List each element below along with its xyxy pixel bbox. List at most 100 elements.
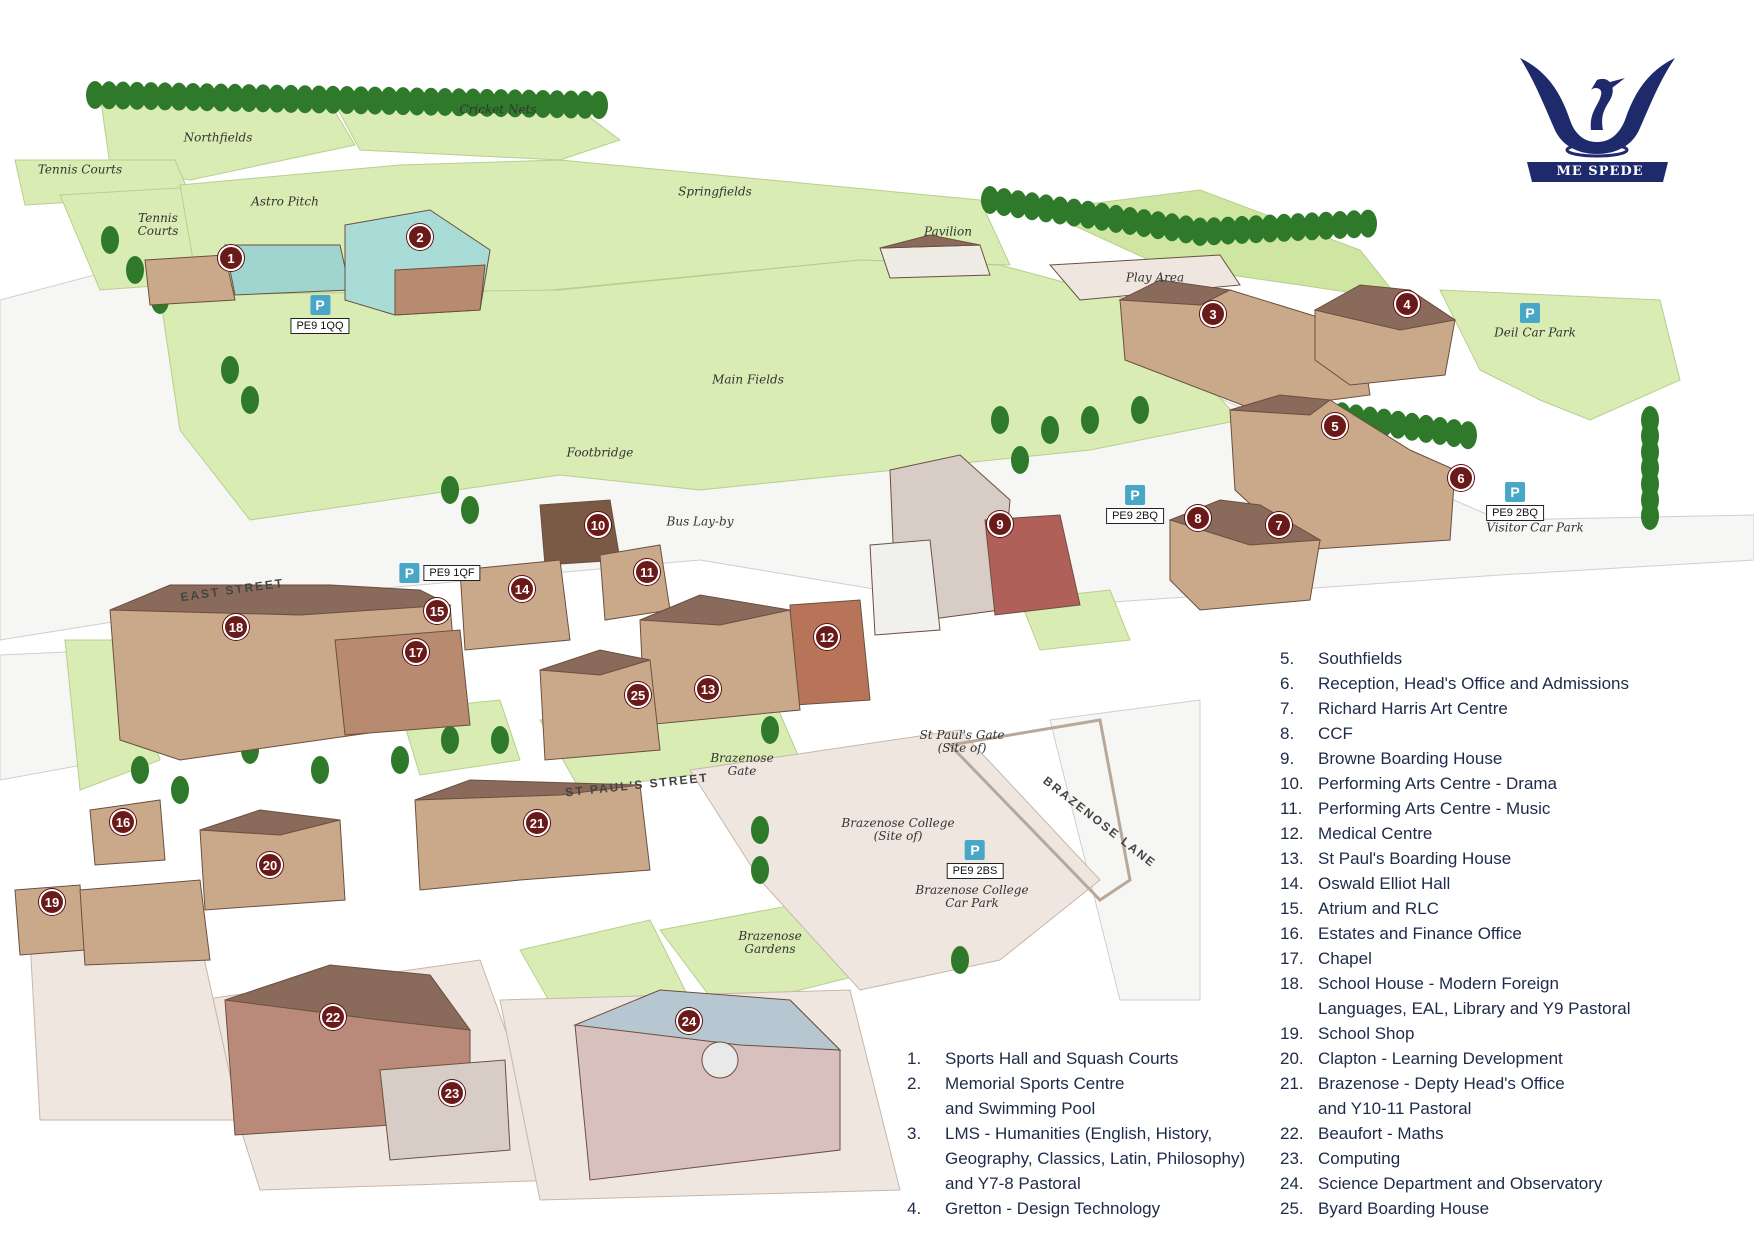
tree <box>981 186 999 214</box>
marker-15[interactable]: 15 <box>424 598 450 624</box>
tree <box>282 84 300 113</box>
tree <box>1641 502 1659 530</box>
marker-4[interactable]: 4 <box>1394 291 1420 317</box>
marker-13[interactable]: 13 <box>695 676 721 702</box>
legend-item: 14.Oswald Elliot Hall <box>1280 871 1631 896</box>
marker-3[interactable]: 3 <box>1200 301 1226 327</box>
crest-motto: ME SPEDE <box>1556 164 1644 179</box>
legend-item: 12.Medical Centre <box>1280 821 1631 846</box>
legend-number: 17. <box>1280 949 1304 968</box>
legend-item: 7.Richard Harris Art Centre <box>1280 696 1631 721</box>
tree <box>1093 202 1111 231</box>
marker-7[interactable]: 7 <box>1266 512 1292 538</box>
marker-8[interactable]: 8 <box>1185 505 1211 531</box>
marker-12[interactable]: 12 <box>814 624 840 650</box>
legend-item: 11.Performing Arts Centre - Music <box>1280 796 1631 821</box>
tree <box>170 82 188 111</box>
marker-22[interactable]: 22 <box>320 1004 346 1030</box>
legend-number: 14. <box>1280 874 1304 893</box>
parking-postcode: PE9 2BQ <box>1106 508 1164 524</box>
tree <box>1345 210 1363 239</box>
parking-pe9-2bq-visitor[interactable]: P PE9 2BQ <box>1486 482 1544 521</box>
tree <box>1023 192 1041 221</box>
legend-text: Performing Arts Centre - Music <box>1318 796 1550 821</box>
marker-11[interactable]: 11 <box>634 559 660 585</box>
tree <box>198 83 216 112</box>
legend-line: School Shop <box>1318 1024 1415 1043</box>
legend-number: 2. <box>907 1074 922 1093</box>
tree <box>1149 211 1167 240</box>
tree <box>100 81 118 110</box>
legend-line: Gretton - Design Technology <box>945 1199 1161 1218</box>
parking-pe9-1qf[interactable]: P PE9 1QF <box>399 563 481 583</box>
parking-deil[interactable]: P <box>1520 303 1540 323</box>
parking-pe9-2bq-centre[interactable]: P PE9 2BQ <box>1106 485 1164 524</box>
legend-line: Estates and Finance Office <box>1318 924 1522 943</box>
tree <box>1219 216 1237 245</box>
marker-1[interactable]: 1 <box>218 245 244 271</box>
marker-19[interactable]: 19 <box>39 889 65 915</box>
marker-17[interactable]: 17 <box>403 639 429 665</box>
parking-icon: P <box>1124 485 1145 505</box>
legend-number: 5. <box>1280 649 1295 668</box>
legend-line: Clapton - Learning Development <box>1318 1049 1563 1068</box>
marker-24[interactable]: 24 <box>676 1008 702 1034</box>
label-deil-car-park: Deil Car Park <box>1494 325 1576 340</box>
tree <box>254 84 272 113</box>
tree <box>101 226 119 254</box>
marker-25[interactable]: 25 <box>625 682 651 708</box>
legend-line: Brazenose - Depty Head's Office <box>1318 1074 1565 1093</box>
tree <box>1317 211 1335 240</box>
marker-6[interactable]: 6 <box>1448 465 1474 491</box>
parking-pe9-1qq[interactable]: P PE9 1QQ <box>290 295 350 334</box>
tree <box>1445 419 1463 448</box>
legend-text: Sports Hall and Squash Courts <box>945 1046 1178 1071</box>
tree <box>1247 215 1265 244</box>
marker-9[interactable]: 9 <box>987 511 1013 537</box>
marker-5[interactable]: 5 <box>1322 413 1348 439</box>
tree <box>268 84 286 113</box>
marker-23[interactable]: 23 <box>439 1080 465 1106</box>
legend-item: 13.St Paul's Boarding House <box>1280 846 1631 871</box>
legend-line: Richard Harris Art Centre <box>1318 699 1508 718</box>
tree <box>310 85 328 114</box>
legend-number: 20. <box>1280 1049 1304 1068</box>
legend-item: 20. Clapton - Learning Development <box>1280 1046 1631 1071</box>
legend-line: Science Department and Observatory <box>1318 1174 1603 1193</box>
tree <box>951 946 969 974</box>
marker-16[interactable]: 16 <box>110 809 136 835</box>
tree <box>338 86 356 115</box>
label-footbridge: Footbridge <box>566 445 634 460</box>
tree <box>751 856 769 884</box>
legend-text: Gretton - Design Technology <box>945 1196 1160 1221</box>
marker-21[interactable]: 21 <box>524 810 550 836</box>
legend-item: 23.Computing <box>1280 1146 1631 1171</box>
legend-line: Reception, Head's Office and Admissions <box>1318 674 1629 693</box>
tree <box>1131 396 1149 424</box>
marker-10[interactable]: 10 <box>585 512 611 538</box>
tree <box>422 87 440 116</box>
parking-pe9-2bs[interactable]: P PE9 2BS <box>946 840 1004 879</box>
tree <box>506 89 524 118</box>
label-tennis-courts-left: Tennis Courts <box>137 211 179 238</box>
tree <box>1079 200 1097 229</box>
tree <box>128 81 146 110</box>
marker-2[interactable]: 2 <box>407 224 433 250</box>
tree <box>1261 214 1279 243</box>
marker-20[interactable]: 20 <box>257 852 283 878</box>
tree <box>366 86 384 115</box>
marker-14[interactable]: 14 <box>509 576 535 602</box>
tree <box>1205 217 1223 246</box>
legend-line: Beaufort - Maths <box>1318 1124 1444 1143</box>
tree <box>1289 213 1307 242</box>
legend-line: Performing Arts Centre - Music <box>1318 799 1551 818</box>
school-crest: ME SPEDE <box>1515 50 1680 190</box>
tree <box>991 406 1009 434</box>
tree <box>1417 414 1435 443</box>
marker-18[interactable]: 18 <box>223 614 249 640</box>
label-bus-lay-by: Bus Lay-by <box>666 514 734 529</box>
tree <box>1233 215 1251 244</box>
tree <box>311 756 329 784</box>
tree <box>1009 190 1027 219</box>
